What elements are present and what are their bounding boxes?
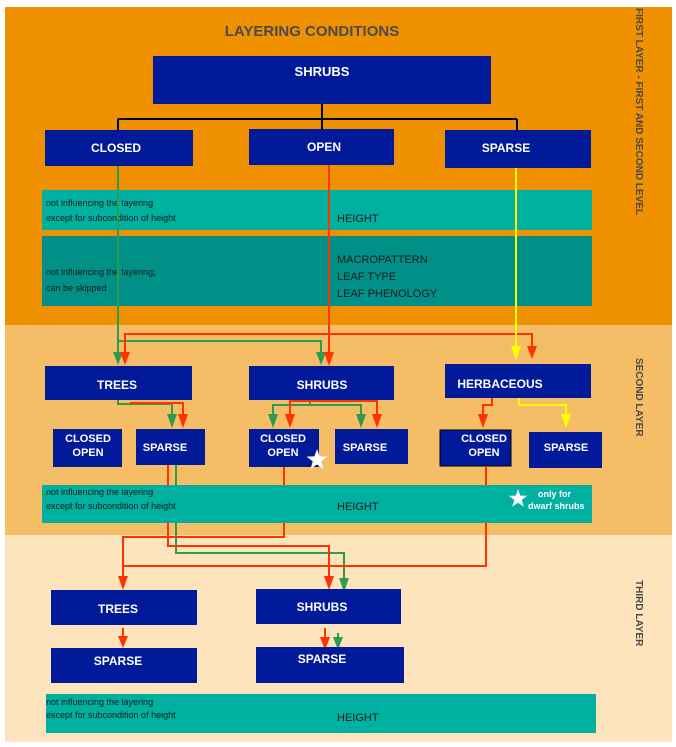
arrowhead — [527, 346, 537, 359]
trees-sparse: SPARSE — [136, 429, 205, 465]
skippable-conditions-band: not influencing the layering; can be ski… — [42, 236, 592, 306]
svg-text:CLOSED: CLOSED — [461, 433, 507, 445]
herbaceous-sparse: SPARSE — [529, 432, 602, 468]
svg-text:OPEN: OPEN — [468, 447, 499, 459]
svg-text:SPARSE: SPARSE — [544, 442, 588, 454]
yellow-connectors — [515, 168, 567, 418]
diagram-title: LAYERING CONDITIONS — [225, 23, 399, 40]
arrowhead — [178, 414, 188, 428]
star-note-line1: only for — [538, 489, 571, 499]
svg-text:SHRUBS: SHRUBS — [297, 378, 348, 392]
svg-text:SHRUBS: SHRUBS — [297, 600, 348, 614]
svg-text:CLOSED: CLOSED — [65, 433, 111, 445]
svg-text:HERBACEOUS: HERBACEOUS — [457, 377, 542, 391]
svg-text:SPARSE: SPARSE — [298, 652, 346, 666]
arrowhead — [118, 636, 128, 648]
svg-text:OPEN: OPEN — [307, 140, 341, 154]
svg-text:LEAF TYPE: LEAF TYPE — [337, 271, 396, 283]
svg-text:not influencing the layering;: not influencing the layering; — [46, 267, 156, 277]
star-note-line2: dwarf shrubs — [528, 501, 585, 511]
node-open: OPEN — [249, 129, 394, 165]
arrowhead — [167, 414, 177, 428]
arrowhead — [324, 576, 334, 590]
second-layer-shrubs: SHRUBS — [249, 366, 394, 400]
red-arrowheads — [118, 346, 537, 650]
star-icon — [508, 489, 528, 507]
svg-text:HEIGHT: HEIGHT — [337, 213, 379, 225]
svg-text:CLOSED: CLOSED — [260, 433, 306, 445]
svg-text:LEAF PHENOLOGY: LEAF PHENOLOGY — [337, 288, 438, 300]
side-label-second-layer: SECOND LAYER — [633, 358, 644, 437]
third-layer-shrubs-sparse: SPARSE — [256, 647, 404, 683]
side-label-first-layer: FIRST LAYER - FIRST AND SECOND LEVEL — [633, 8, 644, 215]
trees-closed-open: CLOSED OPEN — [53, 429, 122, 467]
second-layer-trees: TREES — [45, 366, 192, 400]
root-node-label: SHRUBS — [295, 64, 350, 79]
svg-text:SPARSE: SPARSE — [343, 442, 387, 454]
shrubs-sparse: SPARSE — [335, 429, 408, 464]
svg-text:TREES: TREES — [97, 378, 137, 392]
shrubs-closed-open: CLOSED OPEN — [249, 429, 319, 467]
third-layer-trees: TREES — [51, 590, 197, 625]
svg-text:except for subcondition of hei: except for subcondition of height — [46, 213, 176, 223]
svg-text:not influencing the layering: not influencing the layering — [46, 198, 153, 208]
third-layer-trees-sparse: SPARSE — [51, 648, 197, 683]
yellow-arrowheads — [511, 346, 571, 428]
herbaceous-closed-open: CLOSED OPEN — [439, 429, 512, 467]
arrowhead — [372, 414, 382, 428]
arrowhead — [316, 352, 326, 365]
side-label-third-layer: THIRD LAYER — [633, 580, 644, 647]
arrowhead — [285, 414, 295, 428]
node-sparse: SPARSE — [445, 130, 591, 168]
arrowhead — [356, 414, 366, 428]
arrowhead — [333, 637, 343, 650]
arrowhead — [118, 576, 128, 590]
svg-text:HEIGHT: HEIGHT — [337, 712, 379, 724]
svg-text:SPARSE: SPARSE — [94, 654, 142, 668]
height-band-second: not influencing the layering except for … — [42, 485, 592, 523]
arrowhead — [268, 414, 278, 428]
arrowhead — [320, 637, 330, 650]
svg-text:can be skipped: can be skipped — [46, 283, 107, 293]
arrowhead — [339, 578, 349, 592]
svg-text:OPEN: OPEN — [72, 447, 103, 459]
arrowhead — [324, 352, 334, 366]
svg-text:OPEN: OPEN — [267, 447, 298, 459]
green-arrowheads — [113, 352, 366, 650]
node-closed: CLOSED — [45, 130, 193, 166]
svg-text:MACROPATTERN: MACROPATTERN — [337, 254, 428, 266]
arrowhead — [113, 352, 123, 365]
arrowhead — [120, 352, 130, 365]
svg-text:except for subcondition of hei: except for subcondition of height — [46, 501, 176, 511]
svg-text:CLOSED: CLOSED — [91, 141, 141, 155]
arrowhead — [511, 346, 521, 360]
svg-text:not influencing the layering: not influencing the layering — [46, 487, 153, 497]
svg-text:HEIGHT: HEIGHT — [337, 501, 379, 513]
height-band-third: not influencing the layering except for … — [46, 694, 596, 733]
arrowhead — [478, 414, 488, 428]
arrowhead — [561, 414, 571, 428]
svg-text:not influencing the layering: not influencing the layering — [46, 697, 153, 707]
root-node-shrubs: SHRUBS — [153, 56, 491, 104]
svg-text:SPARSE: SPARSE — [143, 442, 187, 454]
star-icon — [306, 449, 328, 469]
svg-text:TREES: TREES — [98, 602, 138, 616]
svg-text:SPARSE: SPARSE — [482, 141, 530, 155]
third-layer-shrubs: SHRUBS — [256, 589, 401, 624]
height-band-first: not influencing the layering except for … — [42, 190, 592, 230]
svg-text:except for subcondition of hei: except for subcondition of height — [46, 710, 176, 720]
second-layer-herbaceous: HERBACEOUS — [445, 364, 591, 398]
